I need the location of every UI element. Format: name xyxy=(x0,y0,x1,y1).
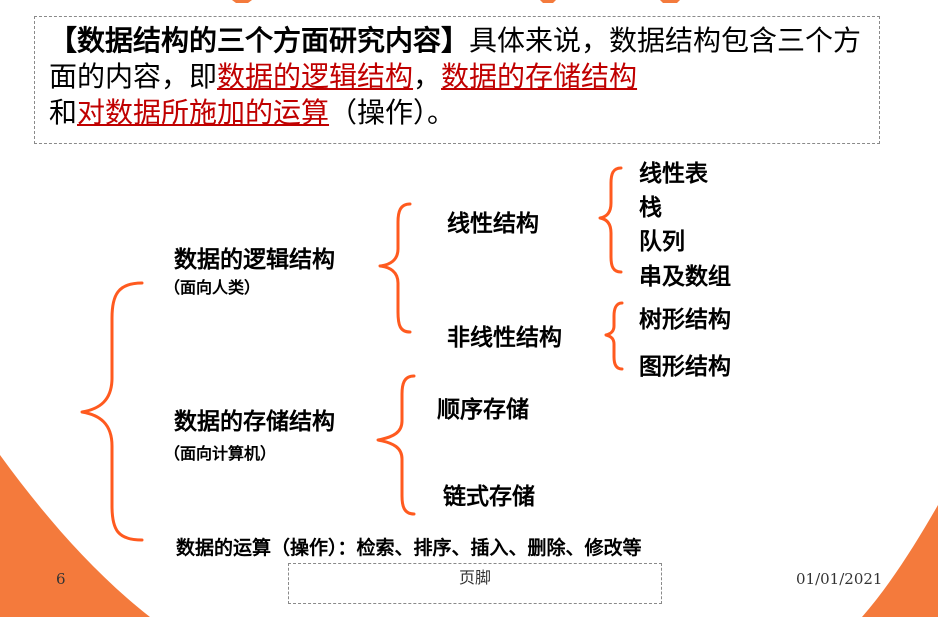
linear-item-1: 线性表 xyxy=(639,154,708,188)
nonlinear-item-1: 树形结构 xyxy=(639,300,731,334)
main-brace xyxy=(82,283,142,540)
logical-structure-label: 数据的逻辑结构 xyxy=(174,240,335,274)
intro-sep-1: ， xyxy=(413,60,441,93)
linear-brace xyxy=(600,168,621,272)
top-edge-orange-fragment-2 xyxy=(540,0,556,3)
storage-structure-label: 数据的存储结构 xyxy=(174,402,335,436)
intro-term-logical: 数据的逻辑结构 xyxy=(217,60,413,93)
intro-text-3: （操作）。 xyxy=(329,96,455,129)
operations-label: 数据的运算（操作）：检索、排序、插入、删除、修改等 xyxy=(176,533,642,560)
bottom-left-orange-swoosh xyxy=(0,455,150,617)
intro-text-2: 和 xyxy=(49,96,77,129)
bottom-right-orange-swoosh xyxy=(862,505,938,617)
intro-text-box: 【数据结构的三个方面研究内容】具体来说，数据结构包含三个方面的内容，即数据的逻辑… xyxy=(34,16,880,144)
storage-brace xyxy=(378,376,414,514)
nonlinear-structure-label: 非线性结构 xyxy=(447,318,562,352)
linear-item-4: 串及数组 xyxy=(639,257,731,291)
storage-item-sequential: 顺序存储 xyxy=(437,390,529,424)
footer-date: 01/01/2021 xyxy=(796,570,882,588)
logical-structure-note: （面向人类） xyxy=(164,274,260,298)
logical-brace xyxy=(380,204,410,332)
intro-term-storage: 数据的存储结构 xyxy=(441,60,637,93)
intro-term-operations: 对数据所施加的运算 xyxy=(77,96,329,129)
storage-structure-note: （面向计算机） xyxy=(164,440,276,464)
storage-item-linked: 链式存储 xyxy=(443,477,535,511)
nonlinear-item-2: 图形结构 xyxy=(639,347,731,381)
footer-text: 页脚 xyxy=(459,568,491,587)
linear-item-2: 栈 xyxy=(639,188,662,222)
footer-text-box: 页脚 xyxy=(288,563,662,604)
intro-lead: 【数据结构的三个方面研究内容】 xyxy=(49,24,469,57)
page-number: 6 xyxy=(56,570,66,588)
top-edge-orange-fragment-3 xyxy=(660,0,680,3)
linear-item-3: 队列 xyxy=(639,222,685,256)
linear-structure-label: 线性结构 xyxy=(447,204,539,238)
top-edge-orange-fragment xyxy=(232,0,252,3)
nonlinear-brace xyxy=(606,303,622,369)
